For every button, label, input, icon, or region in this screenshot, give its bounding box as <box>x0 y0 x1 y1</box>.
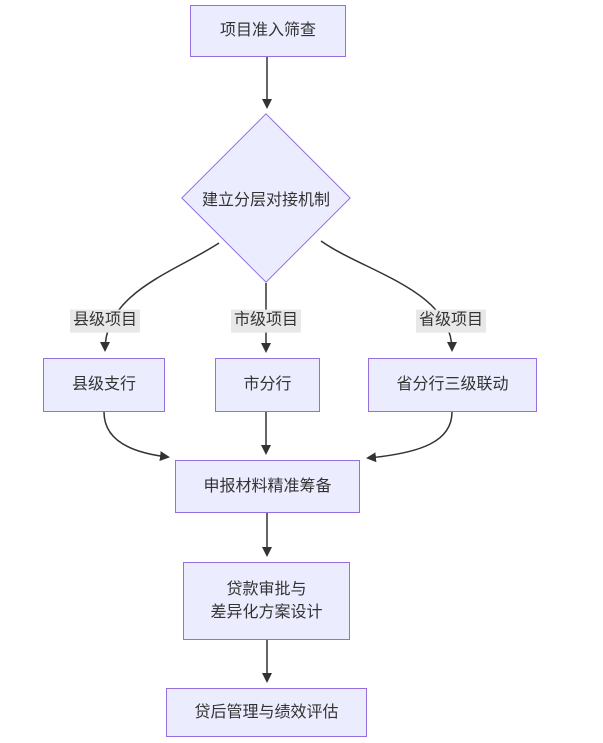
node-county-branch-label: 县级支行 <box>71 376 136 394</box>
node-material-preparation-label: 申报材料精准筹备 <box>203 477 332 495</box>
edge-county-to-prep <box>103 411 170 462</box>
edge-label-city-project: 市级项目 <box>230 309 302 333</box>
node-decision-label: 建立分层对接机制 <box>201 192 330 209</box>
node-loan-approval: 贷款审批与 差异化方案设计 <box>183 562 350 640</box>
edge-label-county-project: 县级项目 <box>69 309 141 333</box>
node-city-branch: 市分行 <box>215 358 320 412</box>
node-decision-label-wrap: 建立分层对接机制 <box>186 138 346 258</box>
node-province-branch-label: 省分行三级联动 <box>396 376 509 394</box>
edge-label-province-project: 省级项目 <box>415 309 487 333</box>
node-loan-approval-label-line1: 贷款审批与 <box>226 580 307 598</box>
node-post-loan-management-label: 贷后管理与绩效评估 <box>194 703 339 721</box>
edge-province-to-prep <box>366 411 453 463</box>
node-project-screening: 项目准入筛查 <box>190 5 346 57</box>
node-project-screening-label: 项目准入筛查 <box>219 22 316 40</box>
node-loan-approval-label-line2: 差异化方案设计 <box>210 604 323 621</box>
node-province-branch: 省分行三级联动 <box>368 358 537 412</box>
node-county-branch: 县级支行 <box>43 358 165 412</box>
node-city-branch-label: 市分行 <box>243 376 292 394</box>
edge-decision-to-county <box>100 242 220 352</box>
node-material-preparation: 申报材料精准筹备 <box>175 460 360 513</box>
node-post-loan-management: 贷后管理与绩效评估 <box>166 688 367 737</box>
